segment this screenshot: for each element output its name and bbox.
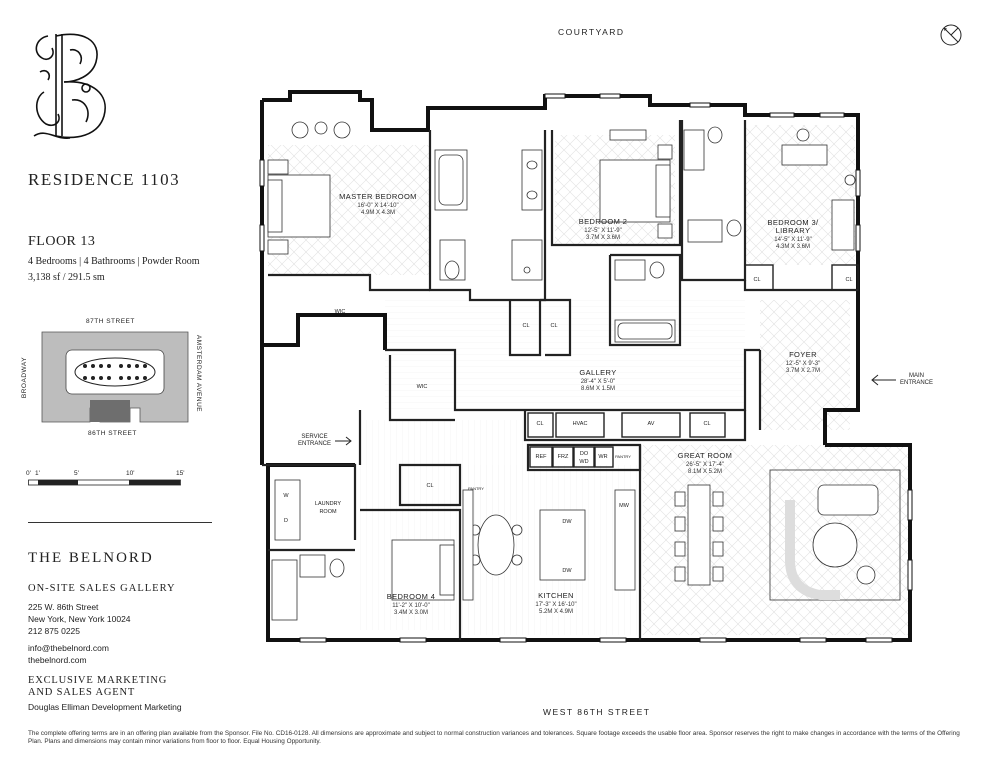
laundry-name-line2: ROOM <box>319 509 337 515</box>
south-street-label: 86TH STREET <box>88 430 137 437</box>
wr-label: WR <box>598 454 607 460</box>
main-entrance-label: MAIN ENTRANCE <box>900 373 933 387</box>
closet-label-6: CL <box>703 421 710 427</box>
west-86th-street-label: WEST 86TH STREET <box>543 707 651 717</box>
scale-tick-0: 0' <box>26 470 31 477</box>
agent-heading-line2: AND SALES AGENT <box>28 687 136 698</box>
closet-label-4: CL <box>845 277 852 283</box>
hvac-label: HVAC <box>573 421 588 427</box>
laundry-name-line1: LAUNDRY <box>315 501 342 507</box>
do-label: DO <box>580 451 589 457</box>
sidebar: RESIDENCE 1103 FLOOR 13 4 Bedrooms | 4 B… <box>0 0 225 720</box>
bedroom-4-dim-ft: 11'-2" X 10'-0" <box>392 603 429 609</box>
main-entrance-line1: MAIN <box>909 373 924 379</box>
scale-tick-15: 15' <box>176 470 185 477</box>
scale-tick-10: 10' <box>126 470 135 477</box>
bedroom-2-dim-ft: 12'-5" X 11'-9" <box>584 228 621 234</box>
pantry-label-2: PANTRY <box>468 486 484 491</box>
floor-area: 3,138 sf / 291.5 sm <box>28 272 105 283</box>
bedroom-2-name: BEDROOM 2 <box>579 217 628 226</box>
closet-label-3: CL <box>753 277 760 283</box>
residence-title: RESIDENCE 1103 <box>28 170 181 189</box>
closet-label-7: CL <box>426 483 433 489</box>
dryer-label: D <box>284 518 288 524</box>
washer-label: W <box>283 493 289 499</box>
scale-tick-1: 1' <box>35 470 40 477</box>
dw-label-1: DW <box>562 519 572 525</box>
scale-bar-graphic <box>28 479 181 486</box>
dw-label-2: DW <box>562 568 572 574</box>
scale-bar: 0' 1' 5' 10' 15' <box>26 470 188 490</box>
gallery-city: New York, New York 10024 <box>28 614 131 624</box>
floor-specs: 4 Bedrooms | 4 Bathrooms | Powder Room <box>28 256 200 267</box>
gallery-dim-ft: 28'-4" X 5'-0" <box>581 379 616 385</box>
bedroom-2-dim-m: 3.7M X 3.6M <box>586 235 620 241</box>
floor-plan: MASTER BEDROOM 16'-0" X 14'-10" 4.9M X 4… <box>259 90 913 643</box>
kitchen-name: KITCHEN <box>538 591 574 600</box>
bedroom-3-dim-ft: 14'-5" X 11'-9" <box>774 237 811 243</box>
great-room-dim-ft: 26'-5" X 17'-4" <box>686 462 724 468</box>
building-key-map: 87TH STREET 86TH STREET BROADWAY AMSTERD… <box>21 318 218 443</box>
courtyard-label: COURTYARD <box>558 27 625 37</box>
master-bedroom-name: MASTER BEDROOM <box>339 192 417 201</box>
frz-label: FRZ <box>558 454 569 460</box>
closet-label-5: CL <box>536 421 543 427</box>
gallery-website-link[interactable]: thebelnord.com <box>28 655 87 665</box>
floor-title: FLOOR 13 <box>28 234 96 249</box>
gallery-dim-m: 8.6M X 1.5M <box>581 386 615 392</box>
kitchen-dim-ft: 17'-3" X 16'-10" <box>535 602 576 608</box>
agent-heading: EXCLUSIVE MARKETING AND SALES AGENT <box>28 675 167 699</box>
agent-name: Douglas Elliman Development Marketing <box>28 702 182 712</box>
compass-icon <box>940 24 962 46</box>
east-street-label: AMSTERDAM AVENUE <box>195 334 203 413</box>
belnord-monogram-logo <box>33 33 106 139</box>
great-room-dim-m: 8.1M X 5.2M <box>688 469 722 475</box>
wic-label-2: WIC <box>417 384 428 390</box>
bedroom-4-dim-m: 3.4M X 3.0M <box>394 610 428 616</box>
sidebar-divider <box>28 522 212 523</box>
legal-disclaimer: The complete offering terms are in an of… <box>28 730 960 745</box>
main-entrance-line2: ENTRANCE <box>900 380 934 386</box>
west-street-label: BROADWAY <box>21 356 29 399</box>
service-entrance-line2: ENTRANCE <box>298 441 332 447</box>
service-entrance-label: SERVICE ENTRANCE <box>298 434 331 448</box>
foyer-dim-ft: 12'-5" X 9'-3" <box>786 361 821 367</box>
service-entrance-line1: SERVICE <box>301 434 328 440</box>
foyer-dim-m: 3.7M X 2.7M <box>786 368 820 374</box>
gallery-email-link[interactable]: info@thebelnord.com <box>28 643 109 653</box>
gallery-phone: 212 875 0225 <box>28 626 80 636</box>
wd-label: WD <box>579 459 588 465</box>
wic-label-1: WIC <box>335 309 346 315</box>
master-bedroom-dim-ft: 16'-0" X 14'-10" <box>357 203 398 209</box>
service-entrance-arrow-icon <box>335 436 352 446</box>
master-bedroom-dim-m: 4.9M X 4.3M <box>361 210 395 216</box>
building-footprint <box>41 331 189 423</box>
ref-label: REF <box>536 454 548 460</box>
gallery-street: 225 W. 86th Street <box>28 602 99 612</box>
av-label: AV <box>648 421 655 427</box>
north-street-label: 87TH STREET <box>86 318 135 325</box>
great-room-name: GREAT ROOM <box>678 451 733 460</box>
bedroom-3-dim-m: 4.3M X 3.6M <box>776 244 810 250</box>
agent-heading-line1: EXCLUSIVE MARKETING <box>28 675 168 686</box>
foyer-name: FOYER <box>789 350 817 359</box>
bedroom-3-name-line1: BEDROOM 3/ <box>767 218 819 227</box>
main-entrance-arrow-icon <box>871 374 896 386</box>
brand-name: THE BELNORD <box>28 550 154 566</box>
mw-label: MW <box>619 503 630 509</box>
pantry-label-1: PANTRY <box>615 454 631 459</box>
closet-label-1: CL <box>522 323 529 329</box>
closet-label-2: CL <box>550 323 557 329</box>
scale-tick-5: 5' <box>74 470 79 477</box>
bedroom-3-name-line2: LIBRARY <box>776 226 811 235</box>
bedroom-4-name: BEDROOM 4 <box>387 592 436 601</box>
sales-gallery-heading: ON-SITE SALES GALLERY <box>28 583 176 594</box>
gallery-name: GALLERY <box>579 368 616 377</box>
kitchen-dim-m: 5.2M X 4.9M <box>539 609 573 615</box>
